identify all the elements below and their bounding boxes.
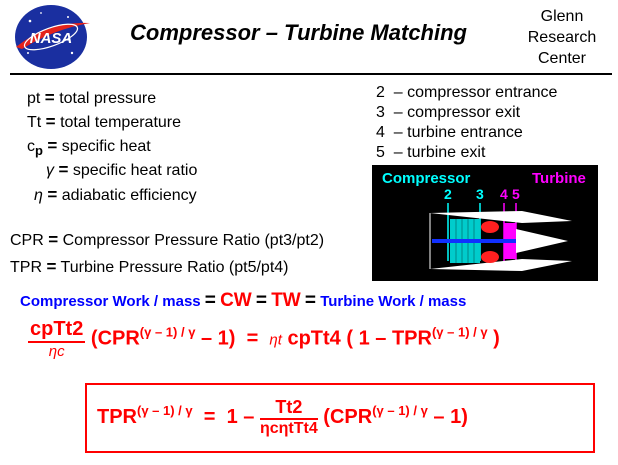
eq1-exponent-1: (γ – 1) / γ: [139, 324, 196, 340]
symbol-cp: cp: [27, 138, 43, 159]
equals-sign: =: [204, 290, 216, 311]
divider: [10, 73, 612, 75]
eq2-cpr-term: (CPR: [323, 405, 373, 428]
eq1-lhs-fraction: cpTt2 ηc: [28, 318, 86, 360]
eq1-minus-one: – 1): [201, 327, 236, 350]
tpr-text: Turbine Pressure Ratio (pt5/pt4): [60, 259, 289, 276]
symbol-gamma: γ: [46, 162, 54, 179]
engine-station-4: 4: [500, 186, 508, 202]
ratio-cpr: CPR = Compressor Pressure Ratio (pt3/pt2…: [10, 230, 324, 250]
definition-pt: pt = total pressure: [27, 88, 156, 108]
svg-text:NASA: NASA: [30, 30, 73, 47]
eq2-minus-one: – 1): [433, 405, 468, 428]
equals-sign: =: [48, 230, 59, 249]
definition-tt: Tt = total temperature: [27, 112, 181, 132]
cpr-text: Compressor Pressure Ratio (pt3/pt2): [62, 232, 325, 249]
definition-text: adiabatic efficiency: [61, 187, 197, 204]
eq1-rhs: cpTt4: [287, 327, 341, 350]
equals-sign: =: [255, 290, 268, 311]
definition-text: total temperature: [60, 114, 182, 131]
station-5: 5 – turbine exit: [376, 144, 485, 162]
station-2: 2 – compressor entrance: [376, 84, 557, 102]
definition-text: specific heat ratio: [72, 162, 198, 179]
station-text: – compressor entrance: [393, 84, 558, 101]
equals-sign: =: [58, 160, 69, 179]
turbine-work-label: Turbine Work / mass: [320, 293, 467, 310]
center-line-1: Glenn: [540, 8, 584, 25]
eq2-equals: =: [203, 405, 216, 428]
tw-symbol: TW: [271, 290, 301, 311]
station-3: 3 – compressor exit: [376, 104, 520, 122]
engine-drawing: Compressor Turbine 2 3 4 5: [382, 170, 586, 271]
engine-station-2: 2: [444, 186, 452, 202]
work-equation: cpTt2 ηc (CPR(γ – 1) / γ – 1) = ηt cpTt4…: [28, 318, 500, 360]
center-name: Glenn Research Center: [512, 6, 612, 69]
station-text: – compressor exit: [393, 104, 521, 121]
station-number: 5: [376, 144, 385, 161]
work-balance: Compressor Work / mass = CW = TW = Turbi…: [20, 290, 466, 312]
engine-diagram: Compressor Turbine 2 3 4 5: [372, 165, 598, 281]
compressor-label: Compressor: [382, 170, 471, 187]
eq2-tpr: TPR: [97, 405, 137, 428]
center-line-3: Center: [537, 50, 587, 67]
definition-text: total pressure: [59, 90, 157, 107]
eq1-equals: =: [246, 327, 259, 350]
symbol-tt: Tt: [27, 114, 42, 131]
symbol-eta: η: [34, 187, 43, 204]
eq1-denominator: ηc: [48, 343, 65, 360]
tpr-abbr: TPR: [10, 259, 42, 276]
tpr-equation: TPR(γ – 1) / γ = 1 – Tt2 ηcηtTt4 (CPR(γ …: [97, 397, 468, 438]
eq1-eta-t: ηt: [269, 331, 282, 349]
eq2-exponent-1: (γ – 1) / γ: [137, 403, 193, 419]
eq2-fraction: Tt2 ηcηtTt4: [259, 397, 318, 438]
eq1-tpr-term: ( 1 – TPR: [346, 327, 432, 350]
station-number: 2: [376, 84, 385, 101]
symbol-pt: pt: [27, 90, 41, 107]
compressor-work-label: Compressor Work / mass: [20, 293, 201, 310]
eq1-cpr-term: (CPR: [90, 327, 140, 350]
cpr-abbr: CPR: [10, 232, 44, 249]
station-number: 3: [376, 104, 385, 121]
eq1-close: ): [493, 327, 500, 350]
result-box: TPR(γ – 1) / γ = 1 – Tt2 ηcηtTt4 (CPR(γ …: [85, 383, 595, 453]
equals-sign: =: [44, 88, 55, 107]
definition-gamma: γ = specific heat ratio: [46, 160, 197, 180]
eq2-numerator: Tt2: [259, 397, 318, 420]
center-line-2: Research: [527, 29, 597, 46]
definition-eta: η = adiabatic efficiency: [34, 185, 197, 205]
eq2-one-minus: 1 –: [226, 405, 255, 428]
equals-sign: =: [47, 185, 58, 204]
cw-symbol: CW: [220, 290, 252, 311]
eq2-denominator: ηcηtTt4: [259, 420, 318, 437]
engine-station-3: 3: [476, 186, 484, 202]
equals-sign: =: [47, 136, 58, 155]
equals-sign: =: [304, 290, 317, 311]
definition-cp: cp = specific heat: [27, 136, 151, 158]
nasa-logo: NASA: [15, 5, 90, 69]
definition-text: specific heat: [61, 138, 151, 155]
ratio-tpr: TPR = Turbine Pressure Ratio (pt5/pt4): [10, 257, 289, 277]
engine-station-5: 5: [512, 186, 520, 202]
eq1-numerator: cpTt2: [28, 318, 86, 343]
equals-sign: =: [46, 257, 57, 276]
station-4: 4 – turbine entrance: [376, 124, 523, 142]
page-title: Compressor – Turbine Matching: [130, 20, 467, 45]
eq2-exponent-2: (γ – 1) / γ: [372, 403, 428, 419]
station-number: 4: [376, 124, 385, 141]
station-text: – turbine exit: [393, 144, 486, 161]
eq1-exponent-2: (γ – 1) / γ: [431, 324, 488, 340]
equals-sign: =: [45, 112, 56, 131]
turbine-label: Turbine: [532, 170, 586, 187]
station-text: – turbine entrance: [393, 124, 523, 141]
